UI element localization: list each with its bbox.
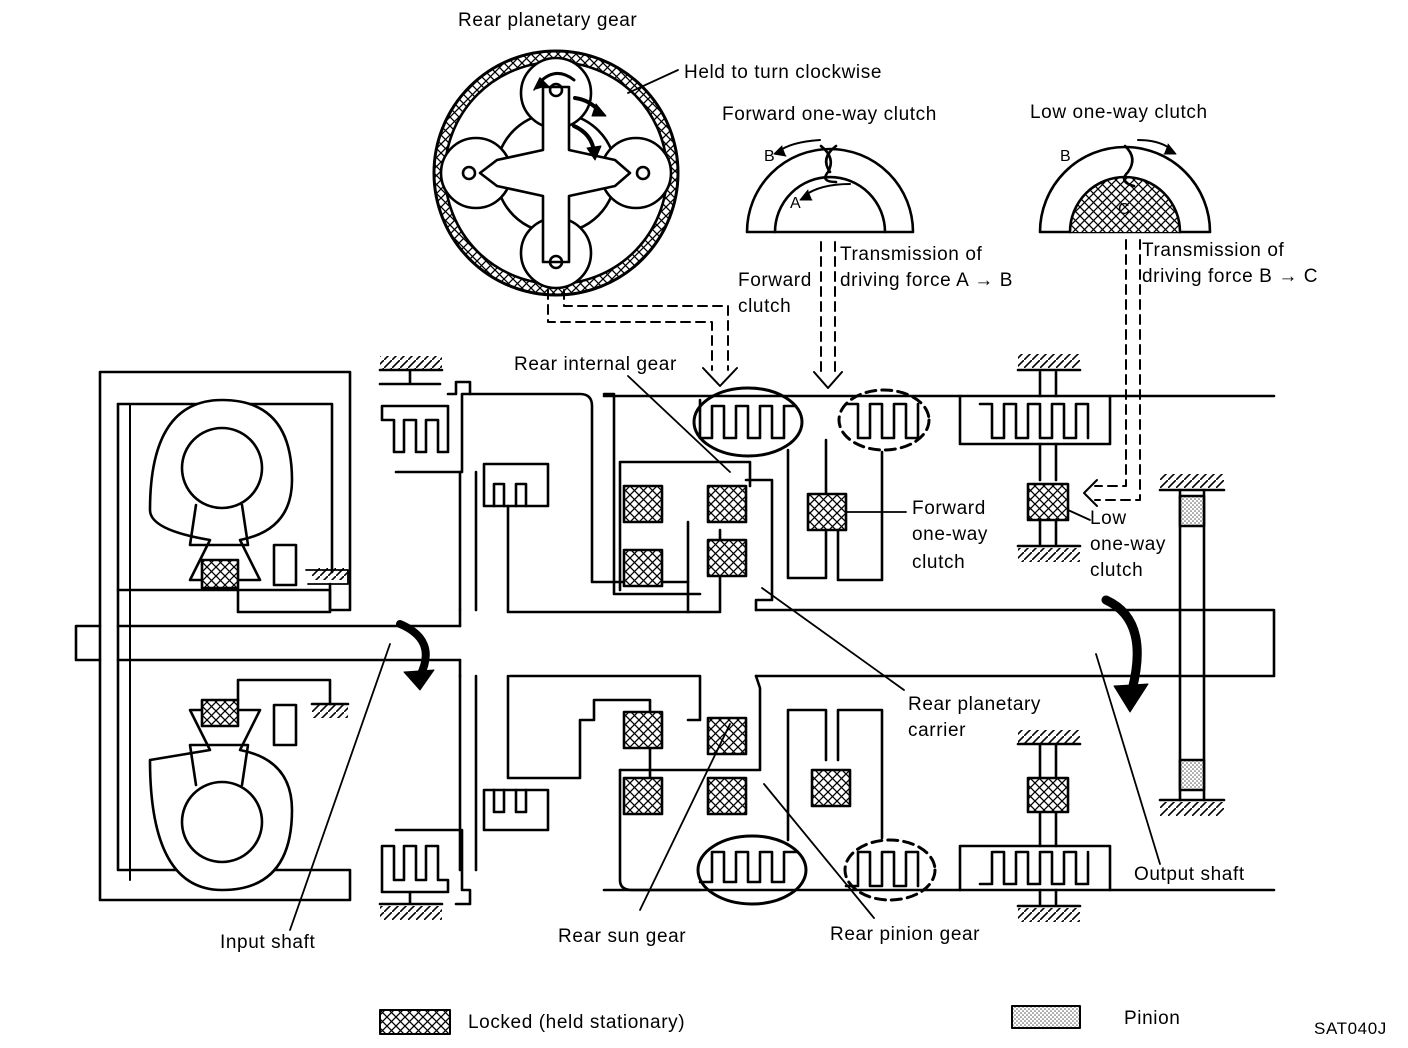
label-rear-planetary-carrier-line2: carrier	[908, 720, 967, 741]
label-rear-sun-gear: Rear sun gear	[558, 926, 687, 947]
label-transmission-bc-line2: driving force B → C	[1142, 266, 1319, 287]
shaft-rotation-arrows	[396, 595, 1149, 713]
label-forward-owc-line1: Forward	[912, 498, 986, 519]
label-low-owc-line1: Low	[1090, 508, 1127, 529]
highlight-ellipses	[692, 386, 937, 906]
label-rear-planetary-gear: Rear planetary gear	[458, 10, 638, 31]
label-held-to-turn-clockwise: Held to turn clockwise	[684, 62, 882, 83]
letter-b-forward: B	[764, 148, 775, 165]
label-forward-clutch-line1: Forward	[738, 270, 812, 291]
dashed-arrowheads	[702, 367, 1098, 507]
label-input-shaft: Input shaft	[220, 932, 316, 953]
label-rear-pinion-gear: Rear pinion gear	[830, 924, 981, 945]
label-forward-owc-line3: clutch	[912, 552, 966, 573]
letter-c-low: C	[1118, 201, 1130, 218]
forward-one-way-clutch-view	[745, 139, 915, 234]
torque-converter	[74, 370, 352, 902]
low-one-way-clutch-view	[1038, 139, 1212, 234]
label-output-shaft: Output shaft	[1134, 864, 1245, 885]
input-shaft-body	[116, 608, 462, 678]
label-rear-planetary-carrier-line1: Rear planetary	[908, 694, 1042, 715]
label-rear-internal-gear: Rear internal gear	[514, 354, 677, 375]
label-forward-clutch-line2: clutch	[738, 296, 792, 317]
label-transmission-ab-line1: Transmission of	[840, 244, 983, 265]
label-forward-one-way-clutch-title: Forward one-way clutch	[722, 104, 937, 125]
letter-b-low: B	[1060, 148, 1071, 165]
label-transmission-ab-line2: driving force A → B	[840, 270, 1013, 291]
label-low-one-way-clutch-title: Low one-way clutch	[1030, 102, 1208, 123]
legend-pinion-label: Pinion	[1124, 1008, 1181, 1029]
legend-locked-label: Locked (held stationary)	[468, 1012, 686, 1033]
label-low-owc-line3: clutch	[1090, 560, 1144, 581]
letter-a-forward: A	[790, 195, 801, 212]
leader-lines	[289, 375, 1161, 931]
label-forward-owc-line2: one-way	[912, 524, 989, 545]
lower-gear-train	[378, 674, 1276, 922]
figure-code: SAT040J	[1314, 1019, 1387, 1038]
label-transmission-bc-line1: Transmission of	[1142, 240, 1285, 261]
dashed-force-paths	[547, 239, 1141, 501]
legend-swatches	[379, 1005, 1081, 1035]
output-shaft-body	[754, 474, 1276, 816]
planetary-gear-end-view	[432, 49, 680, 297]
label-low-owc-line2: one-way	[1090, 534, 1167, 555]
